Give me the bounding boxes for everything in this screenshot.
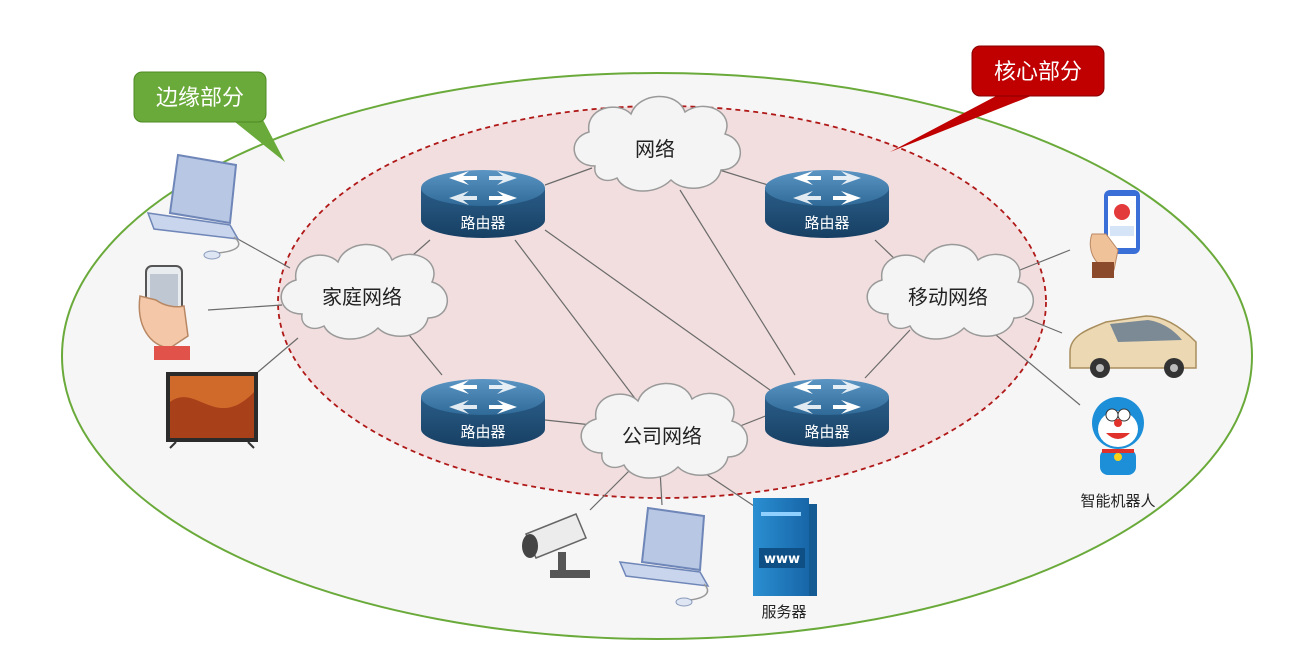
server-label: 服务器	[761, 603, 806, 621]
router-bottom-left: 路由器	[421, 379, 545, 447]
cloud-home: 家庭网络	[280, 243, 449, 340]
callout-edge: 边缘部分	[133, 71, 285, 162]
cloud-network: 网络	[573, 95, 742, 192]
callout-edge-text: 边缘部分	[156, 86, 244, 111]
router-bottom-right: 路由器	[765, 379, 889, 447]
cloud-company: 公司网络	[580, 382, 749, 479]
server-icon: www	[753, 498, 817, 596]
server-badge: www	[764, 552, 800, 567]
callout-core-text: 核心部分	[994, 60, 1082, 85]
security-camera-icon	[522, 513, 590, 578]
router-label: 路由器	[804, 423, 849, 441]
robot-label: 智能机器人	[1080, 492, 1155, 510]
tv-icon	[166, 372, 258, 449]
cloud-company-label: 公司网络	[622, 424, 702, 448]
laptop-icon	[146, 153, 240, 260]
cloud-home-label: 家庭网络	[322, 285, 402, 309]
cloud-mobile-label: 移动网络	[908, 285, 988, 309]
robot-icon	[1092, 397, 1144, 475]
network-links	[207, 167, 1081, 511]
phone-in-hand-icon	[138, 265, 190, 360]
cloud-network-label: 网络	[635, 137, 675, 161]
router-label: 路由器	[460, 214, 505, 232]
laptop-icon	[618, 506, 710, 607]
cloud-mobile: 移动网络	[866, 243, 1035, 340]
car-icon	[1069, 315, 1197, 378]
router-top-right: 路由器	[765, 170, 889, 238]
phone-call-icon	[1089, 190, 1140, 278]
callout-core: 核心部分	[890, 45, 1105, 152]
router-top-left: 路由器	[421, 170, 545, 238]
router-label: 路由器	[460, 423, 505, 441]
router-label: 路由器	[804, 214, 849, 232]
